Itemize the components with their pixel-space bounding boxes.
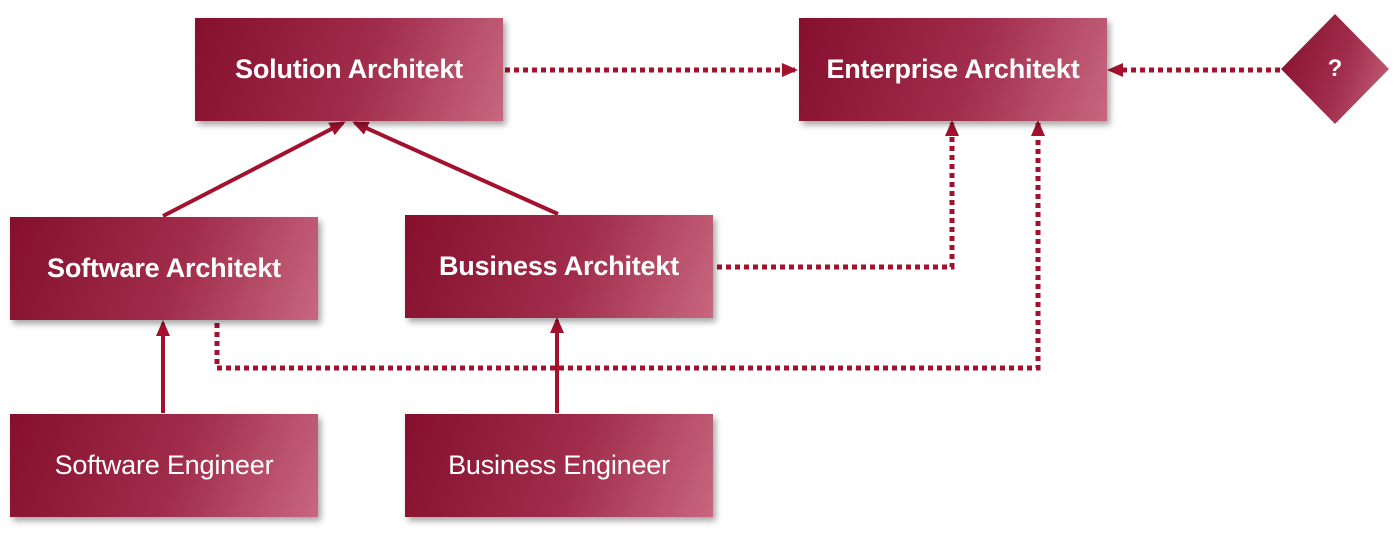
software-engineer-box: Software Engineer [10,414,318,517]
arrow-business-architect-to-solution-architect [352,121,559,216]
software-architect-label: Software Architekt [47,253,281,283]
arrow-software-architect-to-solution-architect [162,121,346,218]
business-architect-box: Business Architekt [405,215,713,318]
solution-architect-label: Solution Architekt [235,54,463,84]
dotted-arrow-business-architect-to-enterprise [717,120,959,270]
unknown-role-label: ? [1327,55,1343,82]
software-engineer-label: Software Engineer [54,450,274,480]
dotted-arrow-software-architect-to-enterprise [214,120,1045,371]
unknown-role-diamond: ? [1281,14,1389,124]
solution-architect-box: Solution Architekt [195,18,503,121]
business-engineer-box: Business Engineer [405,414,713,517]
enterprise-architect-label: Enterprise Architekt [826,54,1080,84]
business-engineer-label: Business Engineer [448,450,670,480]
software-architect-box: Software Architekt [10,217,318,320]
enterprise-architect-box: Enterprise Architekt [799,18,1107,121]
business-architect-label: Business Architekt [439,251,679,281]
